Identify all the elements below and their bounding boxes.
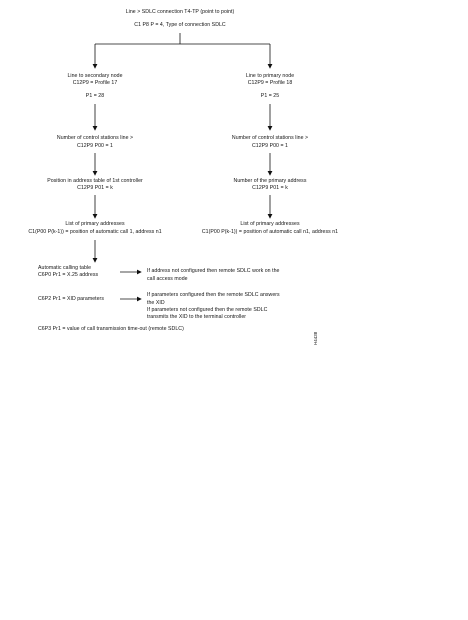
right-primary-number-label: Number of the primary address	[233, 178, 307, 184]
note-auto-calling-desc-2: call access mode	[147, 276, 188, 282]
left-control-count-label: Number of control stations line >	[56, 135, 134, 141]
left-node-profile: C12P9 = Profile 17	[72, 80, 118, 86]
top-subtitle: C1 P8 P = 4, Type of connection SDLC	[134, 22, 226, 28]
right-node-profile: C12P9 = Profile 18	[247, 80, 293, 86]
right-primary-number-value: C12P9 P01 = k	[252, 185, 288, 191]
note-xid-desc-1: If parameters configured then the remote…	[147, 292, 280, 298]
right-primary-list-label: List of primary addresses	[240, 221, 300, 227]
left-primary-list-label: List of primary addresses	[65, 221, 125, 227]
right-p1: P1 = 25	[260, 93, 280, 99]
note-xid-desc-3: If parameters not configured then the re…	[147, 307, 268, 313]
left-p1: P1 = 28	[85, 93, 105, 99]
right-node-title: Line to primary node	[245, 73, 295, 79]
note-auto-calling-param: C6P0 Pr1 = X.25 address	[38, 272, 99, 278]
left-position-label: Position in address table of 1st control…	[47, 178, 143, 184]
left-node-title: Line to secondary node	[67, 73, 123, 79]
left-primary-list-value: C1(P00 P(k-1)) = position of automatic c…	[28, 229, 162, 235]
note-auto-calling-desc-1: If address not configured then remote SD…	[147, 268, 280, 274]
right-primary-list-value: C1(P00 P(k-1)) = position of automatic c…	[201, 229, 339, 235]
right-control-count-value: C12P9 P00 = 1	[252, 143, 288, 149]
note-xid-param: C6P2 Pr1 = XID parameters	[38, 296, 104, 302]
left-position-value: C12P9 P01 = k	[77, 185, 113, 191]
left-control-count-value: C12P9 P00 = 1	[77, 143, 113, 149]
note-timeout-param: C6P3 Pr1 = value of call transmission ti…	[38, 326, 184, 332]
note-auto-calling-title: Automatic calling table	[38, 265, 92, 271]
note-xid-desc-2: the XID	[147, 300, 165, 306]
right-control-count-label: Number of control stations line >	[231, 135, 309, 141]
note-xid-desc-4: transmits the XID to the terminal contro…	[147, 314, 247, 320]
top-title: Line > SDLC connection T4-TP (point to p…	[125, 9, 235, 15]
figure-id: H4438	[313, 331, 318, 345]
